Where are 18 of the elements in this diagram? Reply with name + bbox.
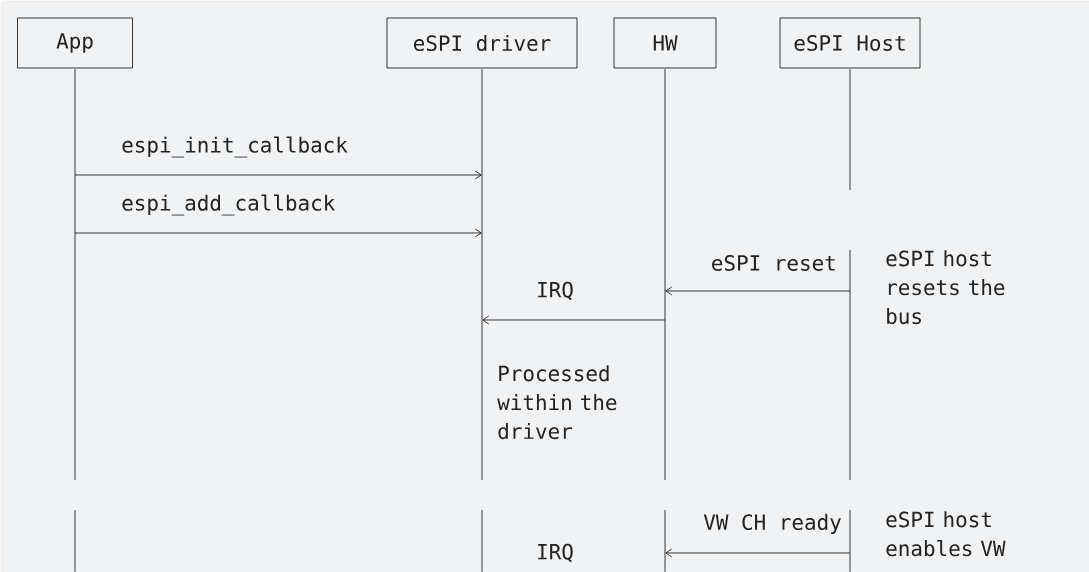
arrow (665, 548, 851, 558)
participant-box: eSPI Host (779, 17, 921, 69)
edge-label: espi_add_callback (120, 193, 337, 217)
note-text: eSPI host resets the bus (886, 250, 1005, 325)
participant-box: HW (613, 17, 717, 69)
arrow (665, 286, 851, 296)
edge-label: VW CH ready (702, 512, 843, 536)
signal-label: IRQ (538, 543, 573, 563)
arrow (74, 228, 482, 238)
edge-label: espi_init_callback (120, 135, 349, 159)
edge-label: IRQ (535, 280, 575, 302)
arrow (482, 315, 666, 325)
note-text: eSPI host enables VW (886, 511, 1006, 557)
arrow (74, 170, 482, 180)
participant-box: eSPI driver (386, 17, 578, 69)
participant-box: App (17, 17, 133, 69)
note-text: Processed within the driver (497, 365, 617, 440)
edge-label: eSPI reset (709, 254, 838, 272)
